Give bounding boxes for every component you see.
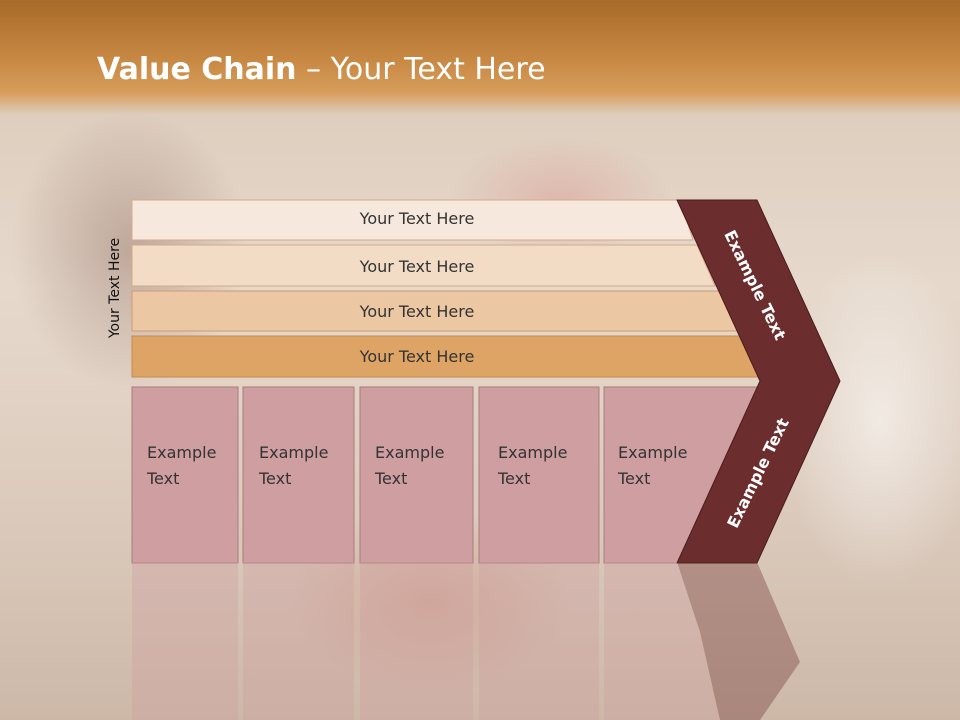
column-box-3	[359, 386, 474, 564]
row-label-1: Your Text Here	[359, 209, 475, 228]
column-box-4	[478, 386, 600, 564]
column-box-2	[242, 386, 355, 564]
diagram-reflection	[0, 562, 960, 720]
row-bar-2	[131, 244, 716, 287]
title-bar	[0, 0, 960, 115]
row-label-4: Your Text Here	[359, 347, 475, 366]
title-rest: – Your Text Here	[296, 52, 546, 87]
title-bold: Value Chain	[97, 52, 297, 87]
row-bar-1	[131, 199, 694, 241]
chevron-arrow	[676, 199, 841, 564]
row-label-3: Your Text Here	[359, 302, 475, 321]
column-box-1	[131, 386, 239, 564]
slide-title: Value Chain – Your Text Here	[97, 52, 546, 87]
row-label-2: Your Text Here	[359, 257, 475, 276]
